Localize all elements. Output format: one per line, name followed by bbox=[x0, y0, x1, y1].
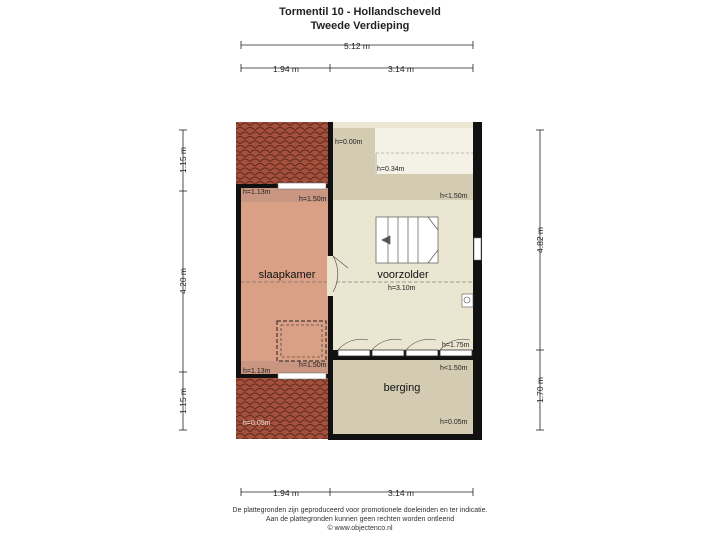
height-stair-top: h=0.34m bbox=[377, 166, 405, 173]
berging-floor bbox=[330, 360, 473, 439]
wall-opening-door bbox=[327, 256, 334, 296]
window-bottom bbox=[277, 372, 327, 380]
footer-line-1: De plattegronden zijn geproduceerd voor … bbox=[232, 507, 488, 514]
footer-line-2: Aan de plattegronden kunnen geen rechten… bbox=[265, 516, 455, 523]
height-upper-right: h<1.50m bbox=[440, 193, 468, 200]
dim-top-total: 5.12 m bbox=[344, 41, 370, 51]
window-top bbox=[277, 182, 327, 190]
door-swing bbox=[332, 255, 349, 293]
slaapkamer-low-top bbox=[240, 186, 330, 202]
height-slaap-bottom-left: h=1.13m bbox=[243, 368, 271, 375]
room-label-slaapkamer: slaapkamer bbox=[259, 269, 316, 281]
appliance-dial bbox=[463, 296, 471, 304]
dim-top-right: 3.14 m bbox=[388, 64, 414, 74]
appliance bbox=[461, 293, 474, 308]
height-slaap-bottom-right: h=1.50m bbox=[299, 362, 327, 369]
dim-left-mid: 4.20 m bbox=[178, 268, 188, 294]
height-slaap-top-left: h=1.13m bbox=[243, 189, 271, 196]
dim-bottom-left: 1.94 m bbox=[273, 488, 299, 498]
slaapkamer-low-bottom bbox=[240, 361, 330, 376]
dimension-top-total bbox=[240, 41, 474, 49]
height-closet: h=1.75m bbox=[442, 342, 470, 349]
dimension-right bbox=[536, 129, 544, 431]
dimension-bottom-split bbox=[240, 488, 474, 496]
dim-right-top: 4.82 m bbox=[535, 227, 545, 253]
plan-subtitle: Tweede Verdieping bbox=[310, 20, 410, 32]
dimension-left bbox=[179, 129, 187, 431]
room-label-voorzolder: voorzolder bbox=[377, 269, 429, 281]
dim-right-bottom: 1.70 m bbox=[535, 377, 545, 403]
height-berging-bottom: h=0.05m bbox=[440, 419, 468, 426]
closet-doors bbox=[337, 349, 473, 357]
roof-tiles-bottom bbox=[236, 377, 328, 439]
height-slaap-top-right: h=1.50m bbox=[299, 196, 327, 203]
roof-hatch-inner bbox=[280, 324, 323, 358]
dimension-top-split bbox=[240, 64, 474, 72]
footer-line-3: © www.objectenco.nl bbox=[327, 525, 393, 532]
closet-door-swings bbox=[337, 338, 471, 351]
dim-bottom-right: 3.14 m bbox=[388, 488, 414, 498]
height-center: h=3.10m bbox=[388, 285, 416, 292]
room-label-berging: berging bbox=[384, 382, 421, 394]
dim-left-bottom: 1.15 m bbox=[178, 388, 188, 414]
roof-hatch bbox=[276, 320, 327, 362]
window-right bbox=[473, 237, 482, 261]
slaapkamer-floor bbox=[240, 186, 330, 376]
dim-left-top: 1.15 m bbox=[178, 147, 188, 173]
stair-landing bbox=[375, 128, 473, 174]
plan-title: Tormentil 10 - Hollandscheveld bbox=[279, 6, 441, 18]
height-top-left: h=0.00m bbox=[335, 139, 363, 146]
height-berging-top: h<1.50m bbox=[440, 365, 468, 372]
staircase bbox=[375, 216, 439, 264]
height-roof-bottom: h=0.05m bbox=[243, 420, 271, 427]
footer-disclaimer: De plattegronden zijn geproduceerd voor … bbox=[0, 506, 720, 533]
dim-top-left: 1.94 m bbox=[273, 64, 299, 74]
roof-tiles-top bbox=[236, 122, 328, 186]
